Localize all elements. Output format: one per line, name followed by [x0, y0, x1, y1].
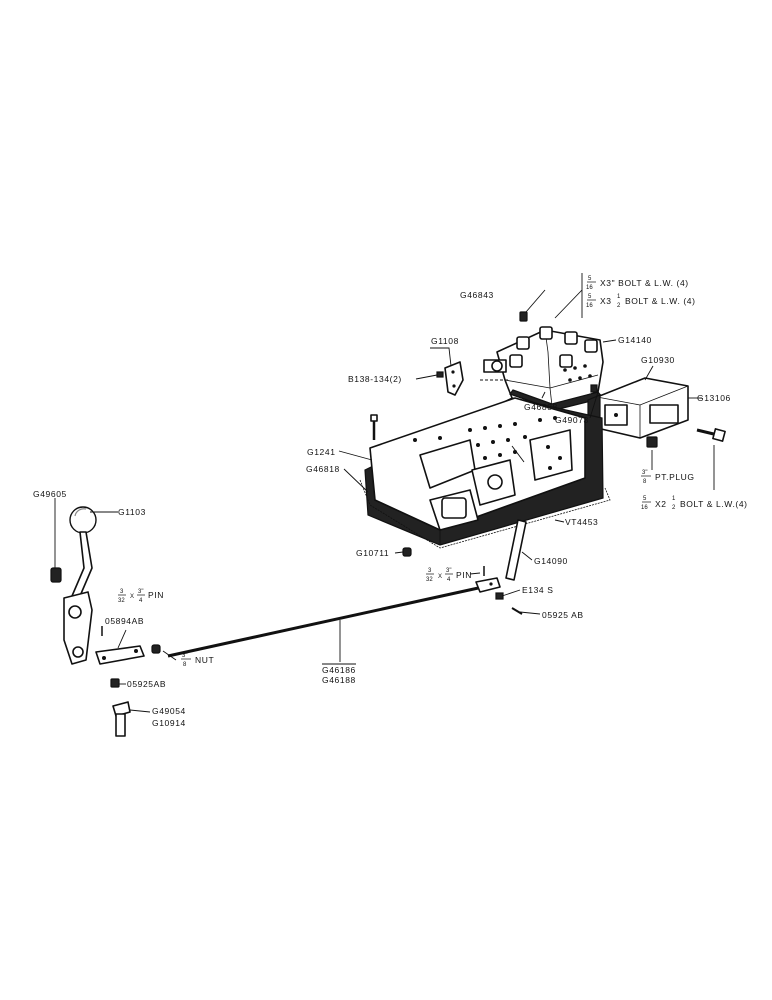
frac-num-a: 5 [588, 276, 592, 282]
washer-left [110, 678, 120, 688]
frac-den-pin-l2: 4 [139, 598, 143, 604]
label-vt4453: VT4453 [565, 517, 598, 527]
plug-g49073 [590, 384, 598, 393]
label-bolt-c2: BOLT & L.W.(4) [680, 499, 748, 509]
label-pin-left: PIN [148, 590, 164, 600]
frac-den-c: 16 [641, 505, 648, 511]
rod-g46186 [167, 577, 501, 658]
label-o5925ab-left: 05925AB [127, 679, 166, 689]
label-pin-right: PIN [456, 570, 472, 580]
frac-num-plug: 3" [642, 470, 647, 476]
frac-num-pin-r2: 3" [446, 568, 451, 574]
bolt-g1241 [370, 414, 378, 440]
cover-plate-g1241 [364, 397, 604, 546]
label-g46818: G46818 [306, 464, 340, 474]
label-bolt-c: X2 [655, 499, 667, 509]
label-o5894ab: 05894AB [105, 616, 144, 626]
frac-num-b2: 1 [617, 294, 621, 300]
label-g46843: G46843 [460, 290, 494, 300]
frac-den-pin-r2: 4 [447, 577, 451, 583]
label-g10711: G10711 [356, 548, 389, 558]
label-g46838: G46838 [524, 402, 558, 412]
nut [151, 644, 161, 654]
frac-x-pin-l: X [130, 594, 134, 600]
label-g49605: G49605 [33, 489, 67, 499]
label-g10914: G10914 [152, 718, 186, 728]
label-bolt-b2: BOLT & L.W. (4) [625, 296, 696, 306]
label-nut: NUT [195, 655, 214, 665]
shift-lever-g1103 [63, 506, 97, 665]
label-g1103: G1103 [118, 507, 146, 517]
label-g49054: G49054 [152, 706, 186, 716]
frac-x-pin-r: X [438, 574, 442, 580]
screw-b138 [436, 371, 444, 378]
label-g13106: G13106 [697, 393, 731, 403]
label-bolt-a: X3" BOLT & L.W. (4) [600, 278, 689, 288]
frac-den-nut: 8 [183, 662, 187, 668]
frac-den-b2: 2 [617, 303, 621, 309]
frac-num-c2: 1 [672, 496, 676, 502]
frac-den-c2: 2 [672, 505, 676, 511]
label-g49073: G49073 [555, 415, 589, 425]
gasket-g46818 [359, 479, 611, 549]
label-e134s: E134 S [522, 585, 553, 595]
label-g14140: G14140 [618, 335, 652, 345]
clip-e134s [495, 592, 504, 600]
frac-den-pin-r: 32 [426, 577, 433, 583]
frac-num-c: 5 [643, 496, 647, 502]
frac-den-plug: 8 [643, 479, 647, 485]
washer-right [511, 607, 523, 615]
frac-num-pin-l2: 3" [138, 589, 143, 595]
frac-num-nut: 3" [182, 653, 187, 659]
label-g46188: G46188 [322, 675, 356, 685]
lever-g14090 [505, 519, 527, 581]
label-b138: B138-134(2) [348, 374, 402, 384]
leader-lines [54, 273, 715, 713]
frac-num-pin-r: 3 [428, 568, 432, 574]
frac-den-a: 16 [586, 285, 593, 291]
label-g1108: G1108 [431, 336, 459, 346]
knob-g49605 [50, 567, 62, 583]
label-g46186: G46186 [322, 665, 356, 675]
label-g1241: G1241 [307, 447, 336, 457]
frac-den-pin-l: 32 [118, 598, 125, 604]
frac-den-b: 16 [586, 303, 593, 309]
label-g10930: G10930 [641, 355, 675, 365]
pivot-g49054 [112, 701, 131, 737]
label-g14090: G14090 [534, 556, 568, 566]
frac-num-pin-l: 3 [120, 589, 124, 595]
bolt-g46843 [519, 311, 528, 322]
pipe-plug [646, 436, 658, 448]
bolt-right [696, 428, 726, 442]
bracket-g1108 [444, 361, 464, 396]
plug-g10711 [402, 547, 412, 557]
valve-body-g14140 [483, 326, 604, 407]
link-o5894ab [95, 645, 145, 665]
label-o5925ab-right: 05925 AB [542, 610, 584, 620]
frac-num-b: 5 [588, 294, 592, 300]
valve-cover-g10930 [596, 377, 689, 439]
label-pt-plug: PT.PLUG [655, 472, 695, 482]
label-bolt-b: X3 [600, 296, 612, 306]
